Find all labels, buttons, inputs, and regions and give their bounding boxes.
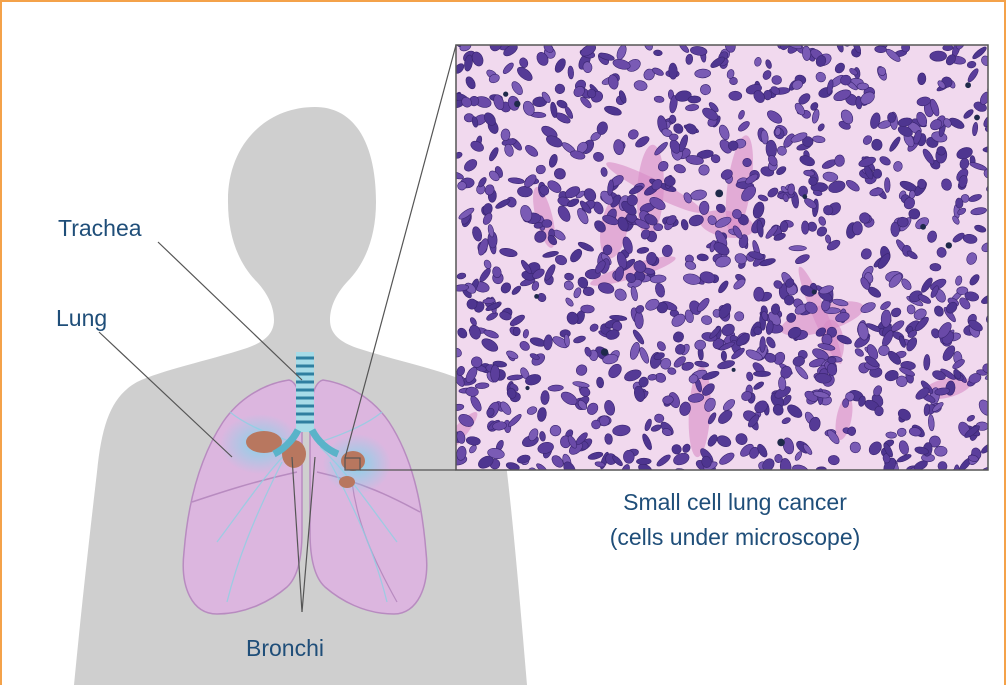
bronchi-label: Bronchi [246, 635, 324, 663]
lung-label: Lung [56, 305, 107, 333]
microscope-inset [430, 32, 1003, 482]
inset-caption: Small cell lung cancer (cells under micr… [550, 485, 920, 555]
caption-line-2: (cells under microscope) [550, 520, 920, 555]
caption-line-1: Small cell lung cancer [550, 485, 920, 520]
trachea-label: Trachea [58, 215, 142, 243]
